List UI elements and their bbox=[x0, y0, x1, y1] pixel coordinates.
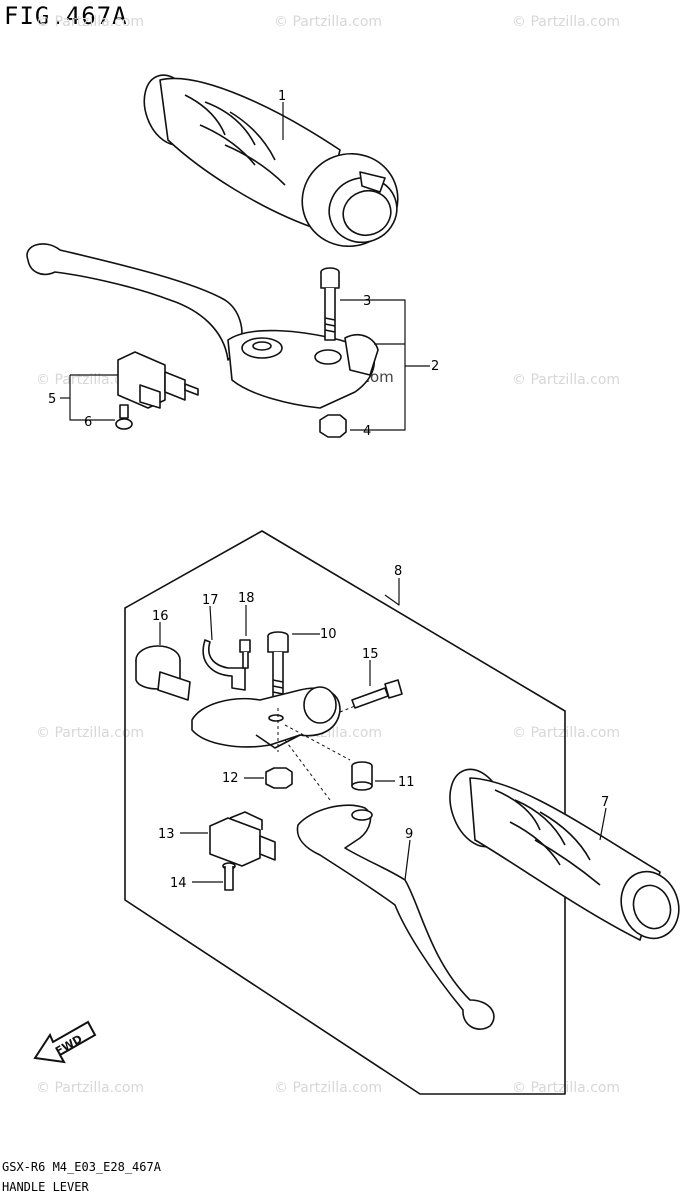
switch-screw-part bbox=[222, 862, 236, 891]
callout-18: 18 bbox=[238, 591, 255, 606]
callout-16: 16 bbox=[152, 609, 169, 624]
watermark: © Partzilla.com bbox=[274, 1080, 383, 1096]
brake-switch-part bbox=[117, 351, 199, 409]
callout-3: 3 bbox=[363, 294, 371, 309]
clutch-lever-part bbox=[296, 804, 495, 1030]
watermark: © Partzilla.com bbox=[274, 14, 383, 30]
callout-17: 17 bbox=[202, 593, 219, 608]
callout-6: 6 bbox=[84, 415, 92, 430]
callout-9: 9 bbox=[405, 827, 413, 842]
callout-14: 14 bbox=[170, 876, 187, 891]
brake-lever-part bbox=[26, 243, 379, 409]
callout-15: 15 bbox=[362, 647, 379, 662]
watermark: © Partzilla.com bbox=[512, 1080, 621, 1096]
callout-5: 5 bbox=[48, 392, 56, 407]
watermark: © Partzilla.com bbox=[36, 725, 145, 741]
clutch-bracket-part bbox=[191, 686, 341, 749]
clutch-switch-part bbox=[209, 811, 276, 867]
throttle-grip-part bbox=[143, 74, 399, 248]
bracket-clip-part bbox=[202, 639, 246, 691]
watermark: © Partzilla.com bbox=[512, 725, 621, 741]
callout-7: 7 bbox=[601, 795, 609, 810]
clutch-nut-part bbox=[265, 767, 293, 789]
small-screw-part bbox=[239, 639, 251, 669]
callout-8: 8 bbox=[394, 564, 402, 579]
watermark: © Partzilla.com bbox=[36, 1080, 145, 1096]
watermark: © Partzilla.com bbox=[512, 372, 621, 388]
watermark: © Partzilla.com bbox=[512, 14, 621, 30]
adjuster-knob-part bbox=[135, 645, 191, 701]
section-name: HANDLE LEVER bbox=[2, 1180, 89, 1194]
nut-part bbox=[319, 414, 347, 438]
figure-title: FIG.467A bbox=[4, 2, 128, 30]
callout-4: 4 bbox=[363, 424, 371, 439]
pivot-bolt-part bbox=[320, 267, 340, 341]
watermark: © Partzilla.com bbox=[36, 372, 145, 388]
callout-1: 1 bbox=[278, 89, 286, 104]
screw-part bbox=[115, 404, 133, 430]
callout-12: 12 bbox=[222, 771, 239, 786]
callout-2: 2 bbox=[431, 359, 439, 374]
left-grip-part bbox=[449, 768, 680, 941]
model-code: GSX-R6 M4_E03_E28_467A bbox=[2, 1160, 161, 1174]
callout-13: 13 bbox=[158, 827, 175, 842]
bushing-part bbox=[351, 761, 373, 791]
fwd-arrow-icon: FWD bbox=[33, 1020, 97, 1064]
callout-10: 10 bbox=[320, 627, 337, 642]
kit-outline bbox=[124, 530, 566, 1095]
clamp-bolt-part bbox=[351, 679, 403, 709]
callout-11: 11 bbox=[398, 775, 415, 790]
watermark: © Partzilla.com bbox=[36, 14, 145, 30]
